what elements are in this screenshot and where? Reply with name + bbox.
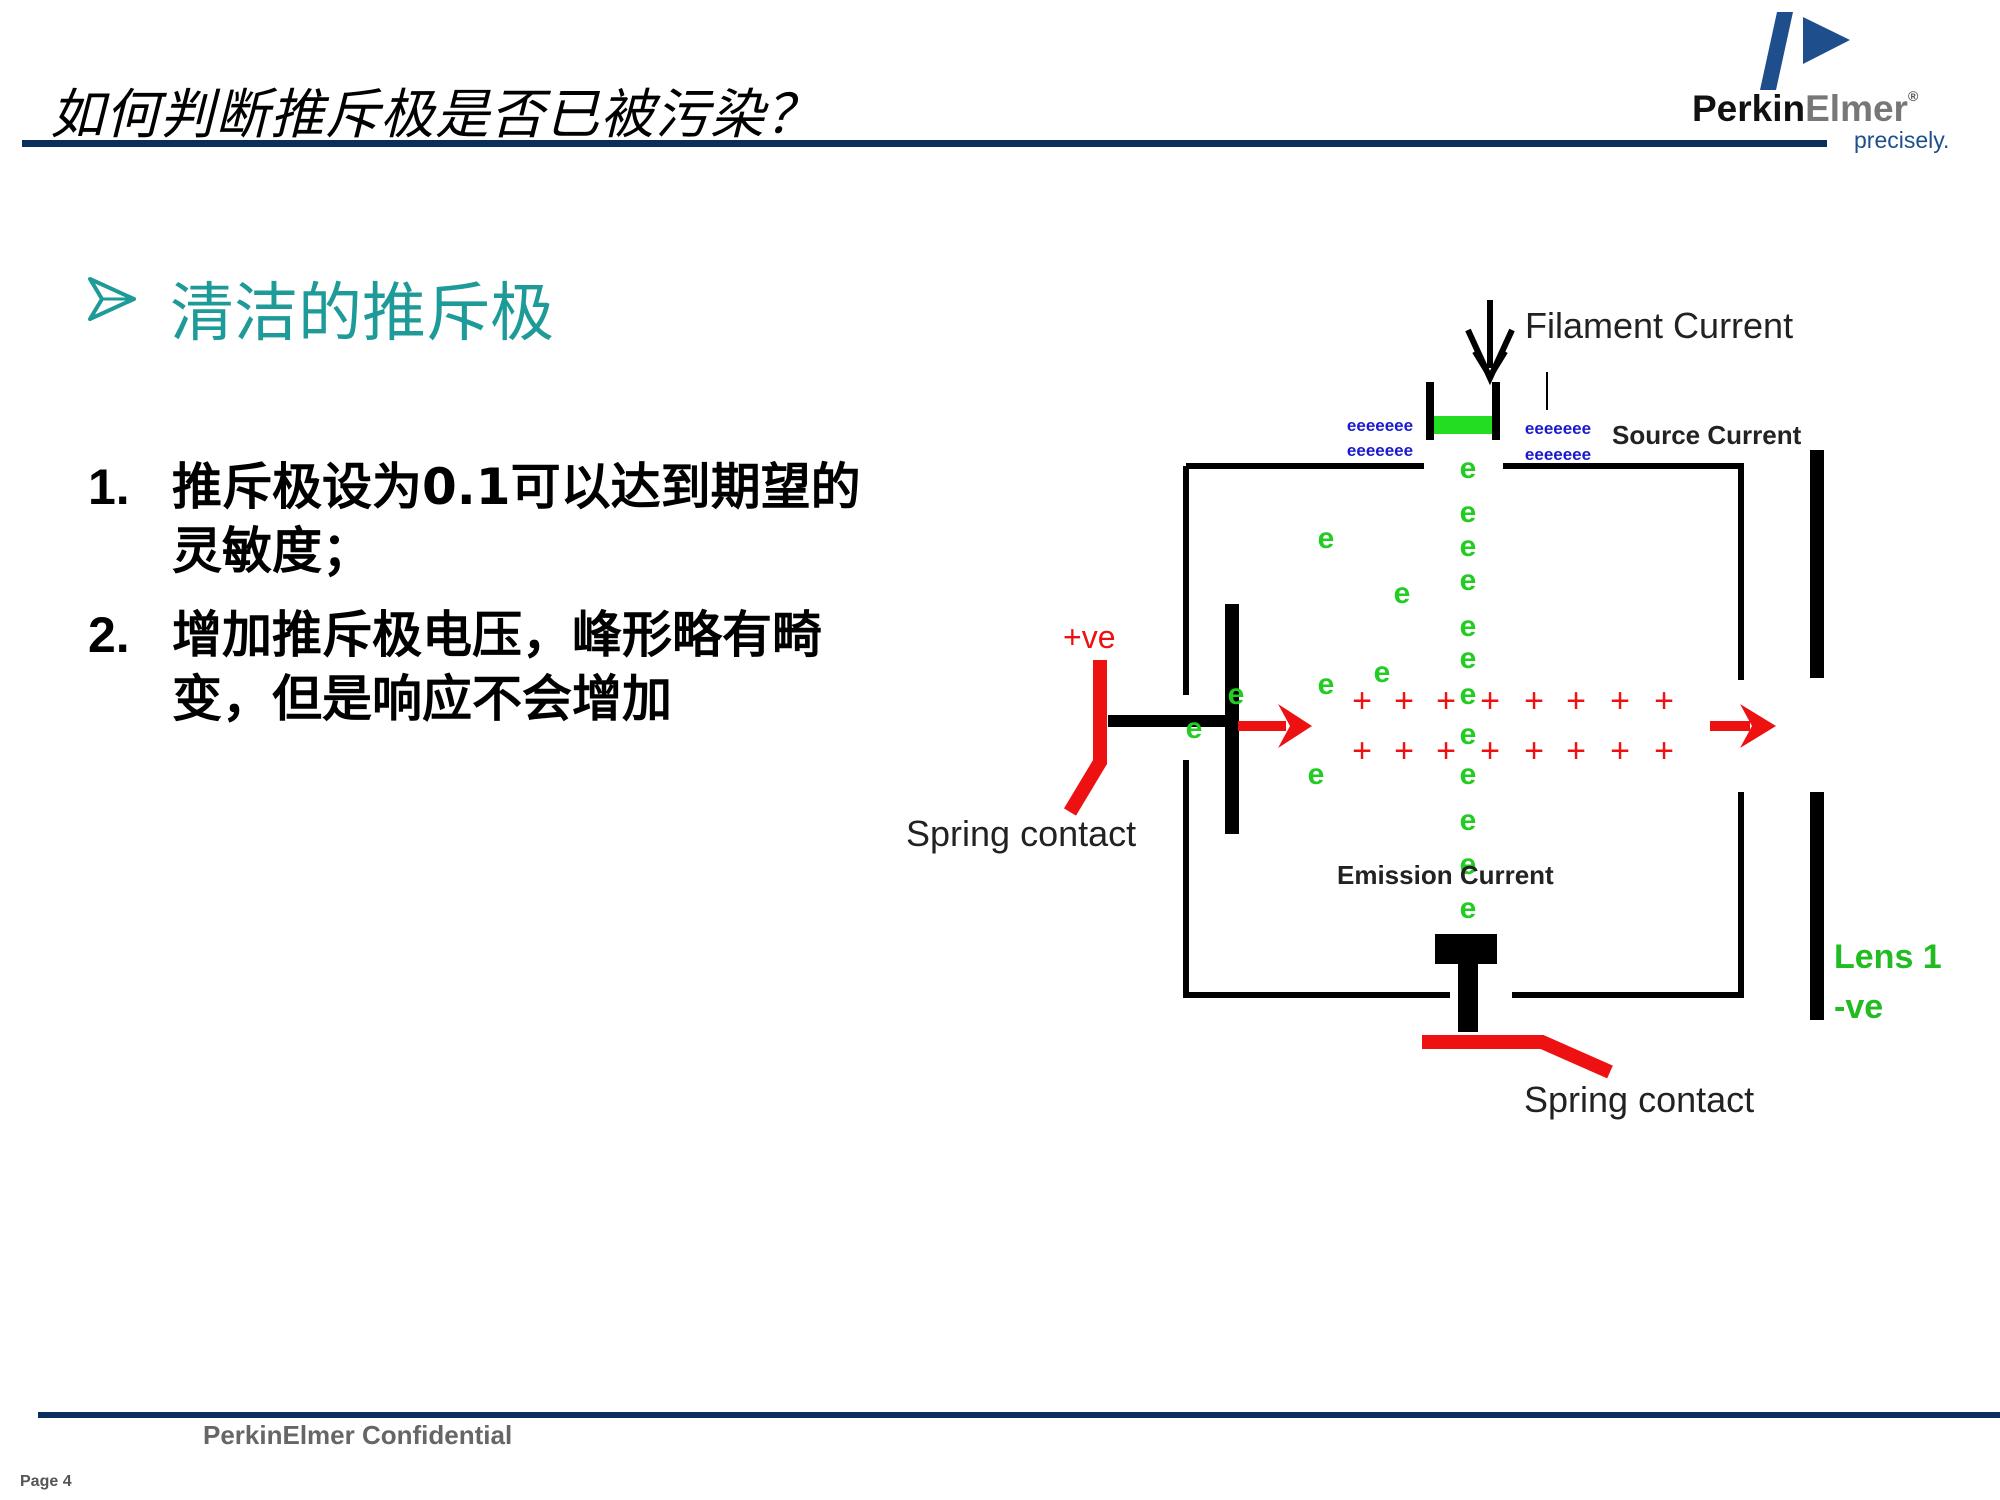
ion-beam-arrow-icon [1238,704,1776,748]
list-text: 增加推斥极电压，峰形略有畸变，但是响应不会增加 [172,606,822,728]
page-number: Page 4 [20,1473,72,1490]
filament-current-arrow-icon [1465,300,1515,386]
list-number: 1. [88,459,130,515]
ion-mark: + [1524,682,1544,720]
spring-contact-left [1063,660,1107,816]
filament-current-label: Filament Current [1525,305,1793,346]
confidential-notice: PerkinElmer Confidential [203,1420,513,1450]
logo-brand-perkin: Perkin [1692,88,1806,129]
electron-mark: e [1460,758,1477,791]
ion-mark: + [1654,732,1674,770]
source-current-label: Source Current [1612,420,1802,450]
electron-mark: e [1394,577,1411,610]
spring-contact-left-label: Spring contact [906,813,1136,854]
ion-mark: + [1436,682,1456,720]
ion-mark: + [1480,732,1500,770]
electron-mark: e [1228,678,1245,711]
arrowhead-bullet-icon [88,277,136,321]
electron-mark: e [1460,848,1477,881]
electron-mark: e [1318,668,1335,701]
lens-name-label: Lens 1 [1834,938,1942,976]
footer-rule [38,1412,2000,1418]
electron-mark: e [1308,758,1325,791]
ion-mark: + [1394,682,1414,720]
electron-cloud-mark: eeeeeee [1347,416,1413,435]
electron-mark: e [1186,712,1203,745]
electron-cloud-group: eeeeeee eeeeeee eeeeeee eeeeeee [1347,416,1591,464]
ion-group: + + + + + + + + + + + + + + + + [1352,682,1674,770]
ion-mark: + [1566,682,1586,720]
plus-ve-label: +ve [1063,619,1115,655]
electron-mark: e [1460,718,1477,751]
electron-mark: e [1460,642,1477,675]
trap-electrode [1435,934,1497,1032]
ion-mark: + [1352,732,1372,770]
electron-mark: e [1460,804,1477,837]
electron-cloud-mark: eeeeeee [1347,441,1413,460]
logo-wordmark: PerkinElmer® [1692,88,1918,130]
electron-mark: e [1460,496,1477,529]
section-heading: 清洁的推斥极 [170,277,554,351]
electron-cloud-mark: eeeeeee [1525,419,1591,438]
electron-mark: e [1374,656,1391,689]
list-item: 1. 推斥极设为0.1可以达到期望的灵敏度； [88,455,888,583]
electron-mark: e [1460,452,1477,485]
repeller [1108,604,1239,834]
electron-cloud-mark: eeeeeee [1525,445,1591,464]
slide-title: 如何判断推斥极是否已被污染？ [50,83,820,146]
logo-tagline: precisely. [1854,127,1950,153]
lens-polarity-label: -ve [1834,988,1883,1026]
electron-mark: e [1460,530,1477,563]
points-list: 1. 推斥极设为0.1可以达到期望的灵敏度； 2. 增加推斥极电压，峰形略有畸变… [88,455,888,751]
electron-mark: e [1460,564,1477,597]
header-rule [22,140,1827,147]
ion-mark: + [1524,732,1544,770]
spring-contact-bottom [1422,1035,1613,1079]
ion-mark: + [1610,682,1630,720]
ion-mark: + [1566,732,1586,770]
filament [1426,382,1500,440]
list-item: 2. 增加推斥极电压，峰形略有畸变，但是响应不会增加 [88,603,888,731]
electron-mark: e [1460,610,1477,643]
list-number: 2. [88,607,130,663]
ion-mark: + [1352,682,1372,720]
electron-mark: e [1460,678,1477,711]
ion-mark: + [1654,682,1674,720]
perkinelmer-logo-icon [1760,12,1850,90]
electron-mark: e [1318,522,1335,555]
logo-registered-mark: ® [1907,88,1919,104]
electron-mark: e [1460,892,1477,925]
ion-mark: + [1436,732,1456,770]
chamber-frame [1183,463,1744,998]
spring-contact-bottom-label: Spring contact [1524,1079,1754,1120]
ion-mark: + [1610,732,1630,770]
logo-brand-elmer: Elmer [1805,88,1908,129]
ion-mark: + [1480,682,1500,720]
emission-current-label: Emission Current [1337,860,1554,890]
list-text: 推斥极设为0.1可以达到期望的灵敏度； [172,458,861,580]
ion-mark: + [1394,732,1414,770]
